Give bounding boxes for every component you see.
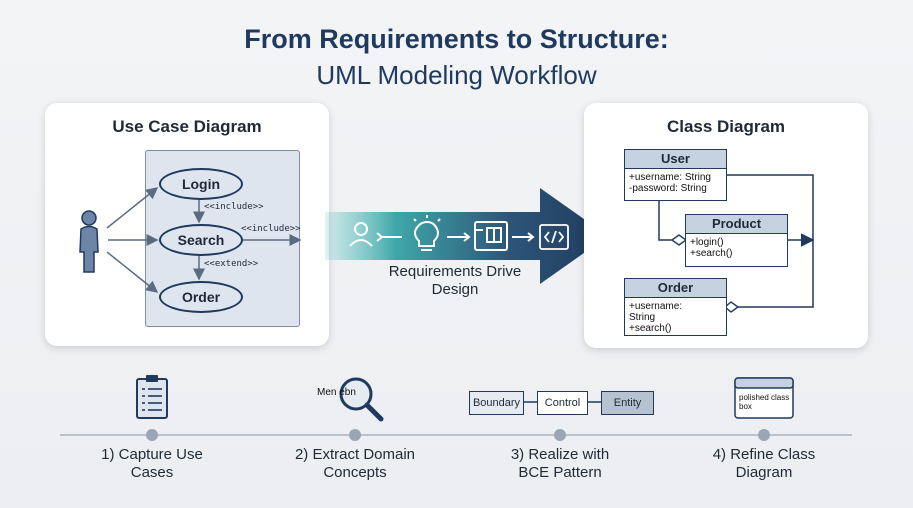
step-1-line1: 1) Capture Use [101, 446, 203, 463]
polished-class-text: polished class box [739, 393, 790, 411]
magnifier-text: Men ebn [317, 387, 356, 398]
step-2-dot [349, 429, 361, 441]
magnifier-icon [339, 377, 384, 422]
class-order-attr-2: String [629, 312, 656, 323]
use-case-search: Search [159, 224, 243, 256]
step-1-dot [146, 429, 158, 441]
class-order-attr-1: +username: [629, 301, 683, 312]
class-product-op-1: +login() [690, 237, 724, 248]
class-user-attr-1: +username: String [629, 172, 711, 183]
flow-label-line1: Requirements Drive [388, 263, 522, 280]
flow-label-line2: Design [431, 281, 479, 298]
class-product: Product +login() +search() [685, 214, 788, 267]
actor-icon [79, 210, 99, 273]
step-3-label: 3) Realize with BCE Pattern [470, 446, 650, 482]
polished-class-icon [734, 377, 794, 419]
page-title: From Requirements to Structure: [244, 24, 669, 54]
page-subtitle: UML Modeling Workflow [316, 60, 597, 90]
code-icon [539, 224, 569, 250]
step-4-line1: 4) Refine Class [712, 446, 816, 463]
flow-arrow [325, 188, 608, 284]
class-user-attr-2: -password: String [629, 183, 707, 194]
include-label-2: <<include>> [241, 224, 301, 234]
class-product-op-2: +search() [690, 248, 733, 259]
use-case-title: Use Case Diagram [112, 117, 262, 136]
step-3-line1: 3) Realize with [510, 446, 610, 463]
clipboard-icon [136, 375, 168, 419]
class-order-attr-3: +search() [629, 323, 672, 334]
class-user-name: User [625, 150, 726, 169]
include-label-1: <<include>> [204, 202, 264, 212]
class-order: Order +username: String +search() [624, 278, 727, 336]
step-4-line2: Diagram [735, 464, 793, 481]
class-diagram-title: Class Diagram [666, 117, 786, 136]
lightbulb-icon [413, 215, 441, 251]
step-1-line2: Cases [130, 464, 174, 481]
use-case-login: Login [159, 168, 243, 200]
step-1-label: 1) Capture Use Cases [62, 446, 242, 482]
class-order-name: Order [625, 279, 726, 298]
step-4-label: 4) Refine Class Diagram [674, 446, 854, 482]
step-4-dot [758, 429, 770, 441]
blueprint-icon [474, 221, 508, 251]
step-2-line2: Concepts [323, 464, 387, 481]
bce-control: Control [537, 391, 588, 415]
bce-entity: Entity [601, 391, 654, 415]
class-user: User +username: String -password: String [624, 149, 727, 201]
bce-boundary: Boundary [469, 391, 524, 415]
step-2-label: 2) Extract Domain Concepts [265, 446, 445, 482]
use-case-order: Order [159, 281, 243, 313]
step-3-line2: BCE Pattern [518, 464, 602, 481]
step-2-line1: 2) Extract Domain [294, 446, 416, 463]
extend-label: <<extend>> [204, 259, 259, 269]
step-3-dot [554, 429, 566, 441]
flow-label: Requirements Drive Design [365, 263, 545, 299]
person-icon [349, 222, 373, 247]
class-product-name: Product [686, 215, 787, 234]
